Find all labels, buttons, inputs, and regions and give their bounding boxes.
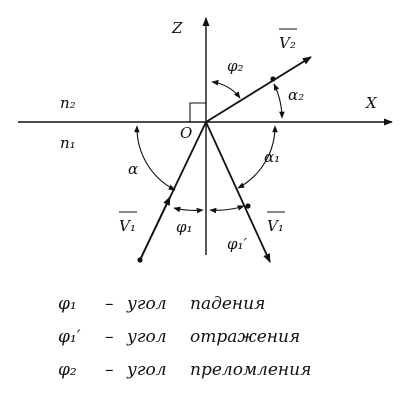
phi1-arc bbox=[173, 206, 204, 214]
phi1-label: φ₁ bbox=[176, 218, 193, 236]
phi1-reflect-label: φ₁′ bbox=[227, 235, 248, 253]
incident-vector-label: V₁ bbox=[119, 211, 137, 235]
legend-row: φ₂ – угол преломления bbox=[58, 360, 311, 380]
alpha-label: α bbox=[128, 160, 138, 178]
reflected-ray bbox=[205, 121, 271, 263]
origin-label: O bbox=[180, 124, 192, 142]
alpha-arc bbox=[134, 125, 176, 191]
incident-point bbox=[137, 257, 143, 263]
legend: φ₁ – угол падения φ₁′ – угол отражения φ… bbox=[58, 294, 311, 380]
alpha2-arc bbox=[273, 83, 285, 119]
medium-lower-label: n₁ bbox=[60, 134, 76, 152]
svg-text:φ₂: φ₂ bbox=[58, 360, 77, 380]
incident-vector-arrow bbox=[139, 196, 171, 261]
svg-text:φ₁: φ₁ bbox=[58, 294, 77, 314]
reflected-vector-label: V₁ bbox=[267, 211, 285, 235]
alpha1-arc bbox=[237, 125, 278, 189]
medium-upper-label: n₂ bbox=[60, 94, 76, 112]
refracted-vector-label: V₂ bbox=[279, 28, 297, 52]
phi1-reflect-arc bbox=[209, 205, 245, 214]
legend-row: φ₁′ – угол отражения bbox=[58, 327, 300, 347]
svg-text:угол: угол bbox=[126, 294, 167, 314]
svg-text:–: – bbox=[105, 360, 114, 380]
alpha2-label: α₂ bbox=[288, 86, 304, 104]
svg-text:φ₁′: φ₁′ bbox=[58, 327, 81, 347]
refracted-point bbox=[270, 76, 276, 82]
svg-text:преломления: преломления bbox=[190, 360, 311, 380]
svg-text:падения: падения bbox=[190, 294, 265, 314]
svg-text:V₁: V₁ bbox=[267, 217, 284, 235]
reflected-point bbox=[245, 203, 251, 209]
x-axis-label: X bbox=[365, 94, 378, 112]
z-axis-label: Z bbox=[171, 19, 183, 37]
right-angle-mark bbox=[189, 102, 206, 122]
legend-row: φ₁ – угол падения bbox=[58, 294, 265, 314]
svg-text:угол: угол bbox=[126, 360, 167, 380]
svg-text:угол: угол bbox=[126, 327, 167, 347]
phi2-arc bbox=[211, 79, 241, 99]
svg-text:отражения: отражения bbox=[190, 327, 300, 347]
svg-text:V₁: V₁ bbox=[119, 217, 136, 235]
svg-text:–: – bbox=[105, 294, 114, 314]
phi2-label: φ₂ bbox=[227, 57, 244, 75]
refracted-ray bbox=[205, 56, 312, 123]
svg-text:V₂: V₂ bbox=[279, 34, 296, 52]
svg-text:–: – bbox=[105, 327, 114, 347]
alpha1-label: α₁ bbox=[264, 148, 280, 166]
